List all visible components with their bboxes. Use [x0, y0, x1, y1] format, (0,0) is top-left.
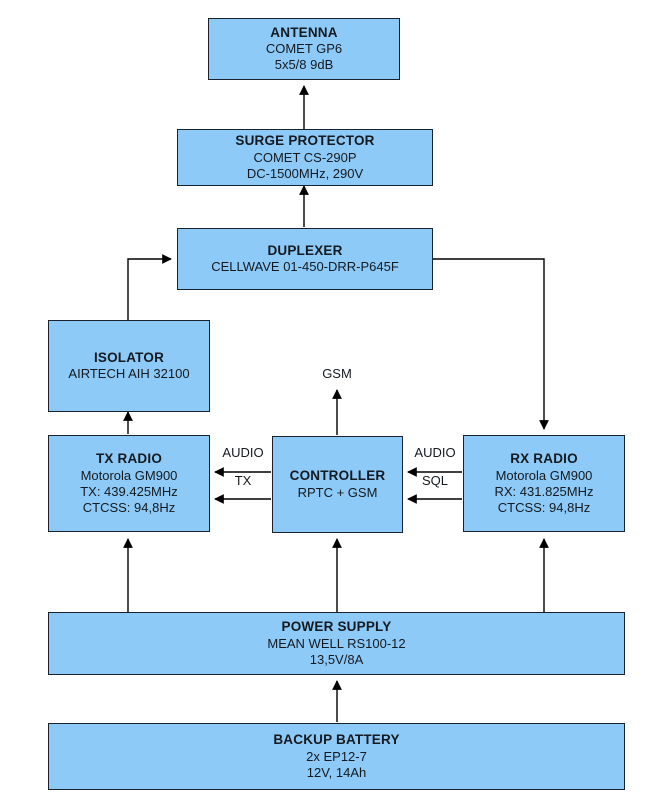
- node-controller-title: CONTROLLER: [289, 468, 386, 484]
- node-tx-radio-line-1: Motorola GM900: [80, 467, 178, 483]
- node-duplexer-line-1: CELLWAVE 01-450-DRR-P645F: [211, 259, 399, 275]
- node-isolator[interactable]: ISOLATOR AIRTECH AIH 32100: [48, 320, 210, 412]
- node-antenna-line-1: COMET GP6: [265, 41, 343, 57]
- node-rx-radio-line-1: Motorola GM900: [495, 467, 593, 483]
- node-backup-battery[interactable]: BACKUP BATTERY 2x EP12-7 12V, 14Ah: [48, 723, 625, 790]
- node-backup-battery-title: BACKUP BATTERY: [273, 732, 400, 748]
- node-surge-protector-line-1: COMET CS-290P: [253, 149, 357, 165]
- node-power-supply[interactable]: POWER SUPPLY MEAN WELL RS100-12 13,5V/8A: [48, 612, 625, 675]
- node-rx-radio[interactable]: RX RADIO Motorola GM900 RX: 431.825MHz C…: [463, 435, 625, 532]
- edge-duplexer-to-rx: [433, 258, 549, 430]
- node-duplexer-title: DUPLEXER: [267, 242, 343, 258]
- edge-label-audio-rx: AUDIO: [414, 445, 456, 460]
- node-isolator-line-1: AIRTECH AIH 32100: [68, 366, 190, 382]
- node-tx-radio-line-2: TX: 439.425MHz: [80, 483, 178, 499]
- node-surge-protector-line-2: DC-1500MHz, 290V: [246, 165, 364, 181]
- node-backup-battery-line-2: 12V, 14Ah: [306, 764, 367, 780]
- node-tx-radio[interactable]: TX RADIO Motorola GM900 TX: 439.425MHz C…: [48, 435, 210, 532]
- node-antenna-line-2: 5x5/8 9dB: [274, 57, 334, 73]
- node-backup-battery-line-1: 2x EP12-7: [306, 748, 367, 764]
- node-rx-radio-line-2: RX: 431.825MHz: [494, 483, 594, 499]
- edge-label-sql: SQL: [421, 473, 448, 488]
- edge-label-audio-tx: AUDIO: [222, 445, 264, 460]
- node-duplexer[interactable]: DUPLEXER CELLWAVE 01-450-DRR-P645F: [177, 228, 433, 290]
- edge-isolator-to-duplexer: [127, 254, 172, 320]
- edge-label-tx: TX: [234, 473, 252, 488]
- node-power-supply-line-1: MEAN WELL RS100-12: [267, 635, 406, 651]
- node-antenna-title: ANTENNA: [270, 24, 338, 40]
- node-rx-radio-line-3: CTCSS: 94,8Hz: [497, 499, 591, 515]
- node-surge-protector[interactable]: SURGE PROTECTOR COMET CS-290P DC-1500MHz…: [177, 129, 433, 186]
- node-power-supply-title: POWER SUPPLY: [281, 619, 392, 635]
- node-tx-radio-title: TX RADIO: [95, 451, 163, 467]
- node-tx-radio-line-3: CTCSS: 94,8Hz: [82, 499, 176, 515]
- node-isolator-title: ISOLATOR: [93, 349, 165, 365]
- node-antenna[interactable]: ANTENNA COMET GP6 5x5/8 9dB: [208, 18, 400, 80]
- node-controller[interactable]: CONTROLLER RPTC + GSM: [272, 436, 403, 533]
- node-power-supply-line-2: 13,5V/8A: [309, 651, 364, 667]
- edge-label-gsm: GSM: [322, 366, 352, 381]
- node-surge-protector-title: SURGE PROTECTOR: [235, 133, 375, 149]
- node-controller-line-1: RPTC + GSM: [297, 484, 378, 500]
- node-rx-radio-title: RX RADIO: [510, 451, 578, 467]
